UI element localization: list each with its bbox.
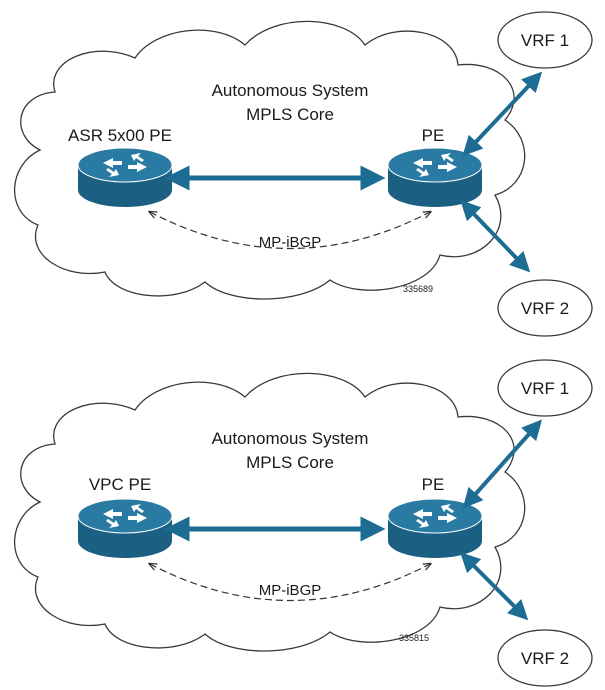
vrf2-link [460, 199, 531, 273]
session-label: MP-iBGP [259, 234, 322, 251]
left-router-label: ASR 5x00 PE [68, 126, 172, 145]
cloud-title-line1: Autonomous System [212, 429, 369, 448]
vrf1-node [497, 11, 593, 69]
vrf2-node [497, 279, 593, 337]
figure-id: 335689 [403, 284, 433, 294]
mp-ibgp-session [150, 564, 430, 602]
router-icon [77, 147, 173, 207]
cloud-title-line2: MPLS Core [246, 105, 334, 124]
cloud-title-line2: MPLS Core [246, 453, 334, 472]
diagram-2: Autonomous System MPLS Core VPC PE PE MP… [14, 359, 593, 687]
vrf2-label: VRF 2 [521, 299, 569, 318]
router-icon [77, 498, 173, 558]
left-router-label: VPC PE [89, 475, 151, 494]
cloud-title-line1: Autonomous System [212, 81, 369, 100]
vrf2-label: VRF 2 [521, 649, 569, 668]
vrf1-label: VRF 1 [521, 379, 569, 398]
router-icon [387, 498, 483, 558]
mp-ibgp-session [150, 212, 430, 250]
right-router-label: PE [422, 475, 445, 494]
vrf2-link [460, 552, 529, 621]
vrf1-node [497, 359, 593, 417]
figure-id: 335815 [399, 633, 429, 643]
vrf1-label: VRF 1 [521, 31, 569, 50]
right-router-label: PE [422, 126, 445, 145]
router-icon [387, 147, 483, 207]
vrf1-link [462, 71, 543, 157]
diagram-1: Autonomous System MPLS Core ASR 5x00 PE … [14, 11, 593, 337]
vrf1-link [462, 419, 542, 509]
session-label: MP-iBGP [259, 582, 322, 599]
vrf2-node [497, 629, 593, 687]
